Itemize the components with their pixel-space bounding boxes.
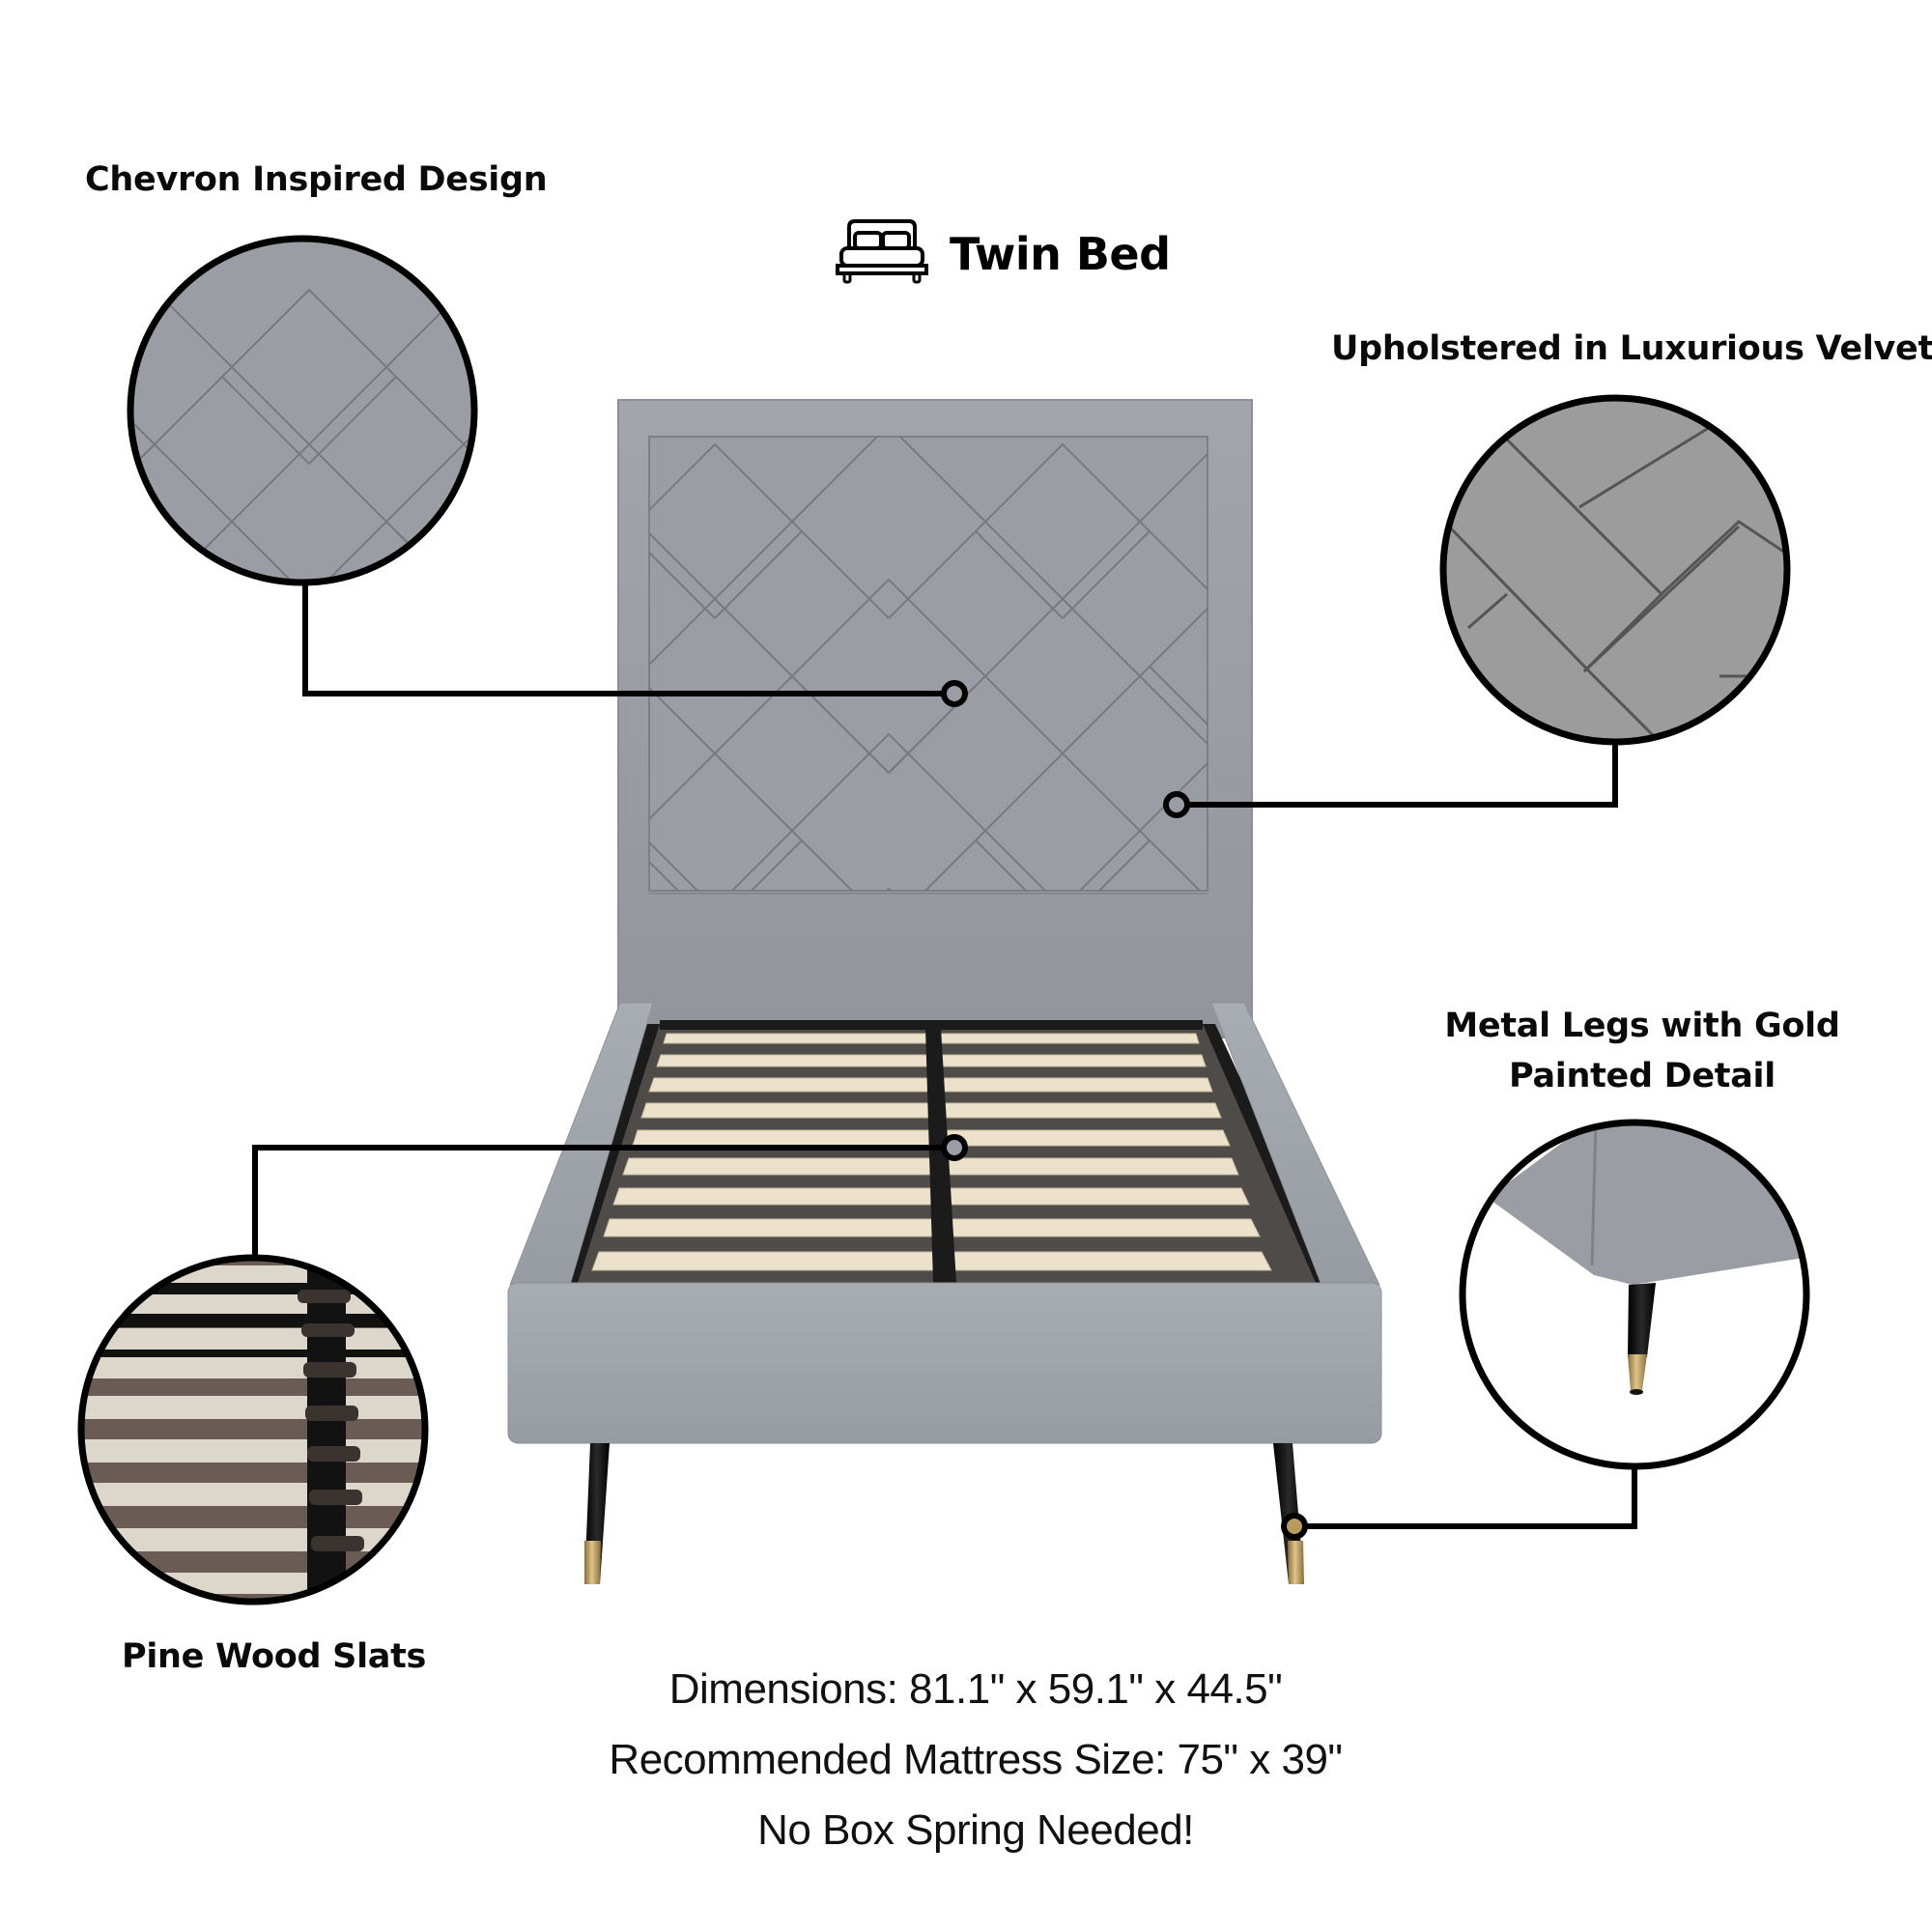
callout-velvet (1163, 394, 1791, 818)
title-text: Twin Bed (950, 227, 1171, 280)
spec-box-spring-note: No Box Spring Needed! (757, 1806, 1194, 1854)
callout-legs (1281, 1119, 1810, 1540)
feature-label-slats: Pine Wood Slats (122, 1637, 427, 1676)
feature-label-legs-line1: Metal Legs with Gold (1444, 1007, 1840, 1045)
spec-dimensions: Dimensions: 81.1" x 59.1" x 44.5" (668, 1665, 1283, 1713)
spec-mattress-size: Recommended Mattress Size: 75" x 39" (609, 1736, 1343, 1783)
footboard (507, 1282, 1382, 1444)
callout-slats (77, 1134, 968, 1605)
product-title: Twin Bed (836, 217, 1171, 290)
bed-legs (584, 1443, 1304, 1584)
bed-icon (836, 217, 928, 290)
callout-chevron (127, 235, 968, 707)
feature-label-chevron: Chevron Inspired Design (85, 160, 548, 199)
feature-label-velvet: Upholstered in Luxurious Velvet (1331, 329, 1932, 368)
headboard (617, 399, 1253, 1038)
product-specs: Dimensions: 81.1" x 59.1" x 44.5" Recomm… (483, 1654, 1468, 1865)
feature-label-legs-line2: Painted Detail (1509, 1057, 1776, 1095)
feature-label-legs: Metal Legs with Gold Painted Detail (1439, 1001, 1845, 1101)
